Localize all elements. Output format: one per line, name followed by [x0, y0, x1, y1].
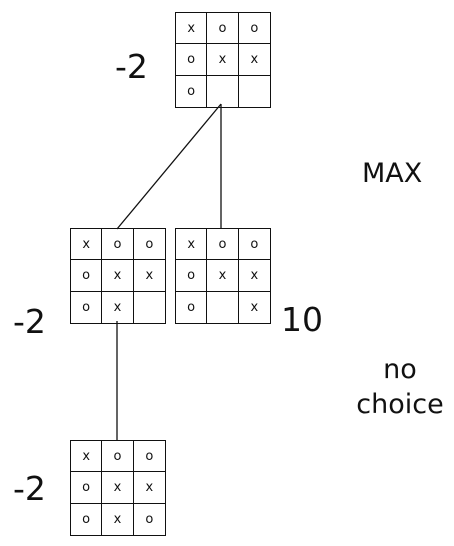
board-cell: x — [102, 472, 134, 504]
board-cell: x — [71, 441, 103, 473]
board-cell: x — [250, 299, 259, 315]
board-cell: x — [207, 260, 239, 292]
score-grandchild: -2 — [13, 469, 46, 508]
board-cell: o — [102, 229, 134, 261]
board-cell: o — [176, 260, 208, 292]
board-cell: o — [238, 229, 270, 261]
board-cell: o — [176, 291, 208, 323]
board-cell: o — [145, 511, 154, 527]
board-left-child: x o o o x x o x — [70, 228, 166, 324]
board-cell: x — [207, 44, 239, 76]
level-label-no-choice: no choice — [352, 352, 448, 422]
board-cell: o — [71, 291, 103, 323]
board-cell: x — [133, 472, 165, 504]
level-label-no-choice-line1: no — [383, 354, 417, 385]
board-grandchild: x o o o x x o x o — [70, 440, 166, 536]
board-cell: x — [238, 44, 270, 76]
board-cell — [239, 76, 270, 107]
board-cell: o — [176, 75, 208, 107]
board-cell: o — [102, 441, 134, 473]
board-cell: o — [71, 260, 103, 292]
board-cell: o — [133, 441, 165, 473]
board-cell: x — [71, 229, 103, 261]
board-cell: o — [207, 13, 239, 45]
board-cell: x — [102, 260, 134, 292]
level-label-no-choice-line2: choice — [356, 389, 444, 421]
board-right-child: x o o o x x o x — [175, 228, 271, 324]
score-right-child: 10 — [281, 300, 323, 339]
board-cell: x — [102, 291, 134, 323]
score-left-child: -2 — [13, 302, 46, 341]
board-cell — [134, 292, 165, 323]
board-cell: x — [176, 13, 208, 45]
board-cell — [207, 291, 239, 323]
board-cell: o — [71, 503, 103, 535]
board-cell: o — [238, 13, 270, 45]
board-cell: x — [176, 229, 208, 261]
board-cell: x — [102, 503, 134, 535]
score-root: -2 — [115, 47, 148, 86]
board-root: x o o o x x o — [175, 12, 271, 108]
board-cell: o — [176, 44, 208, 76]
board-cell: x — [133, 260, 165, 292]
board-cell: o — [207, 229, 239, 261]
board-cell: x — [238, 260, 270, 292]
board-cell — [207, 75, 239, 107]
level-label-max: MAX — [362, 158, 423, 189]
edge-root-left — [116, 103, 222, 230]
board-cell: o — [133, 229, 165, 261]
board-cell: o — [71, 472, 103, 504]
